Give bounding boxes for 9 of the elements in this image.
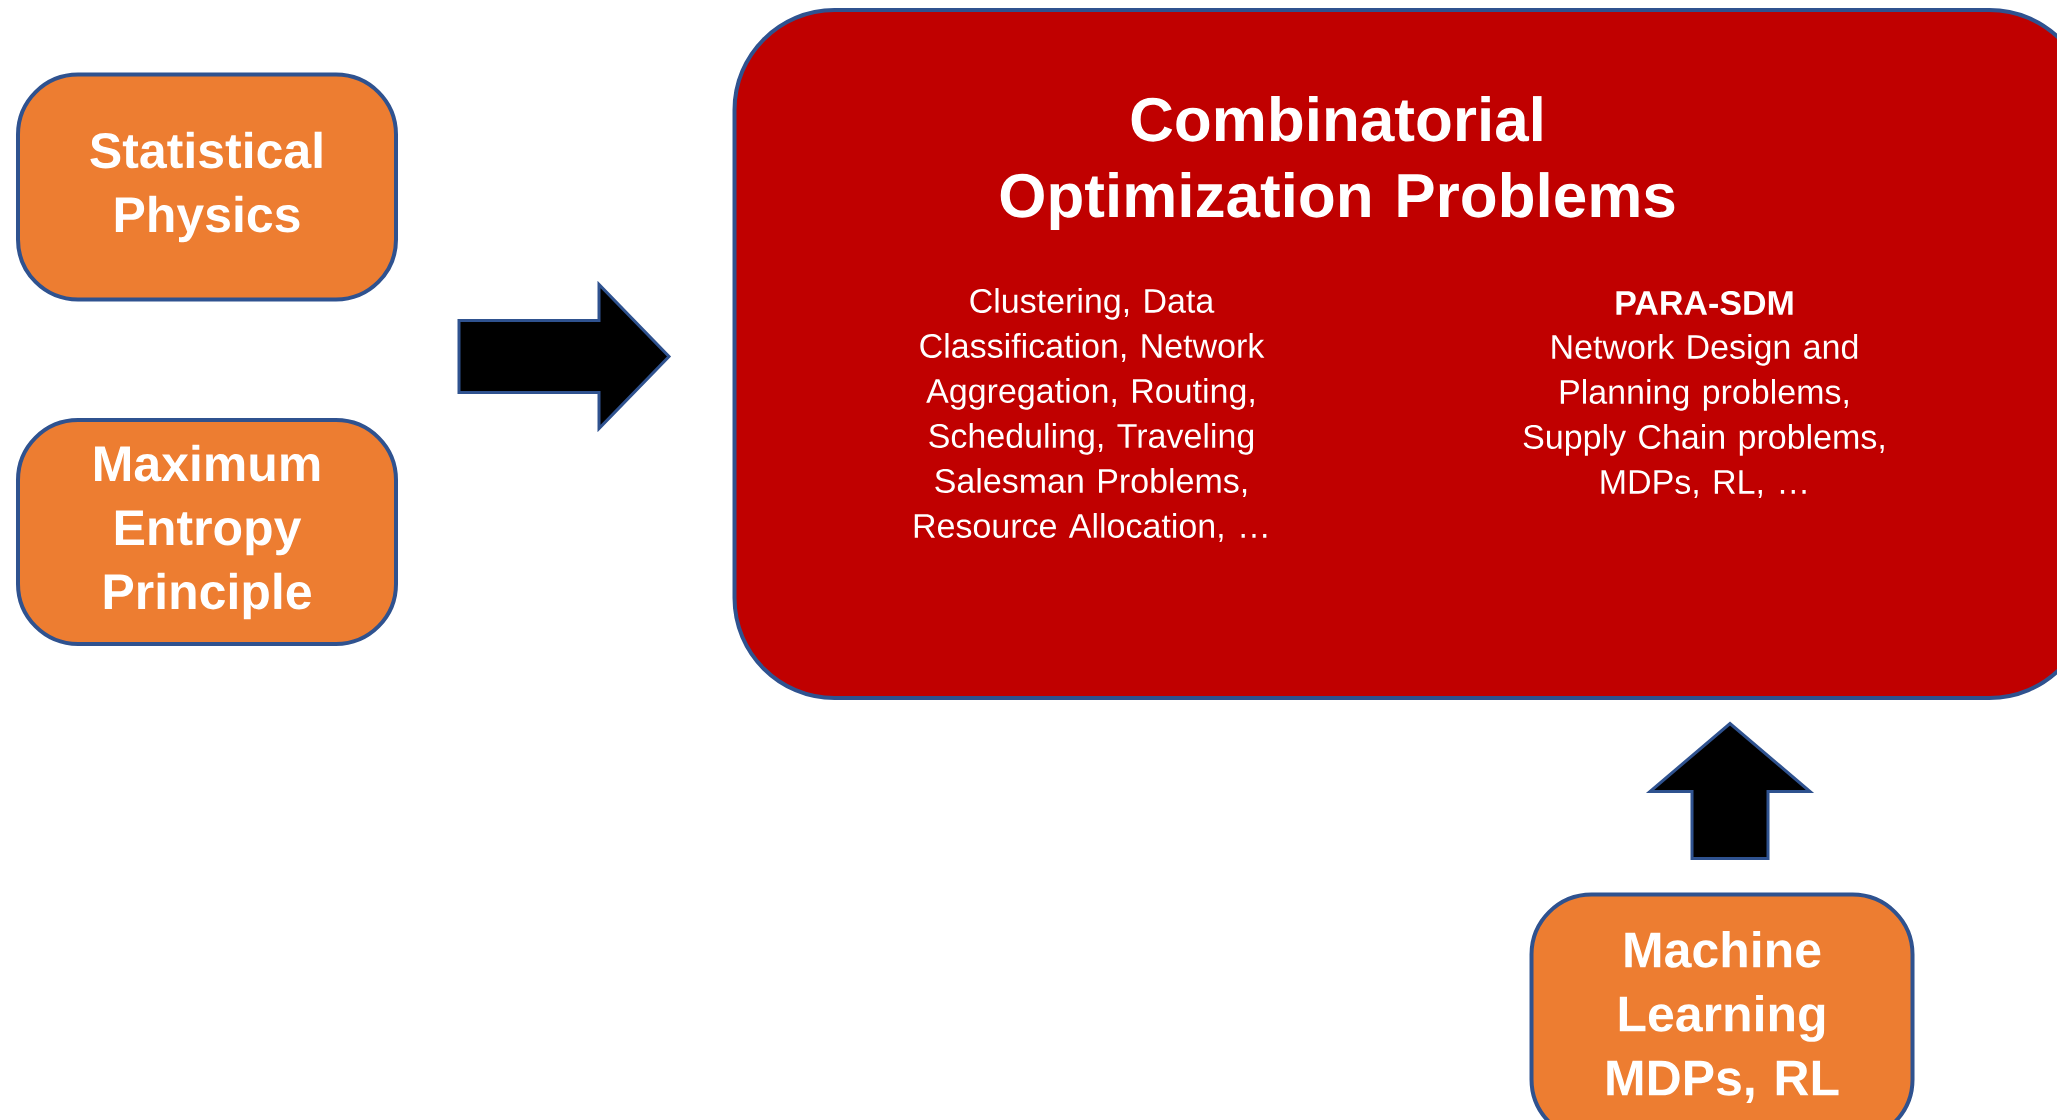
block-arrow (457, 280, 672, 433)
block-arrow (1645, 721, 1815, 860)
panel-title: Combinatorial Optimization Problems (1000, 96, 1675, 230)
rounded-box: Maximum Entropy Principle (16, 418, 398, 646)
rounded-box: Statistical Physics (16, 72, 398, 302)
body-text: Network Design and Planning problems, Supply Chain problems, MDPs, RL, … (1523, 334, 1884, 498)
rounded-box: Machine Learning MDPs, RL (1529, 892, 1915, 1120)
body-text: Clustering, Data Classification, Network Aggregation, Routing, Scheduling, Traveling Salesman Problems, Resource Allocation, … (914, 288, 1267, 542)
panel-heading: PARA-SDM (1616, 290, 1793, 316)
